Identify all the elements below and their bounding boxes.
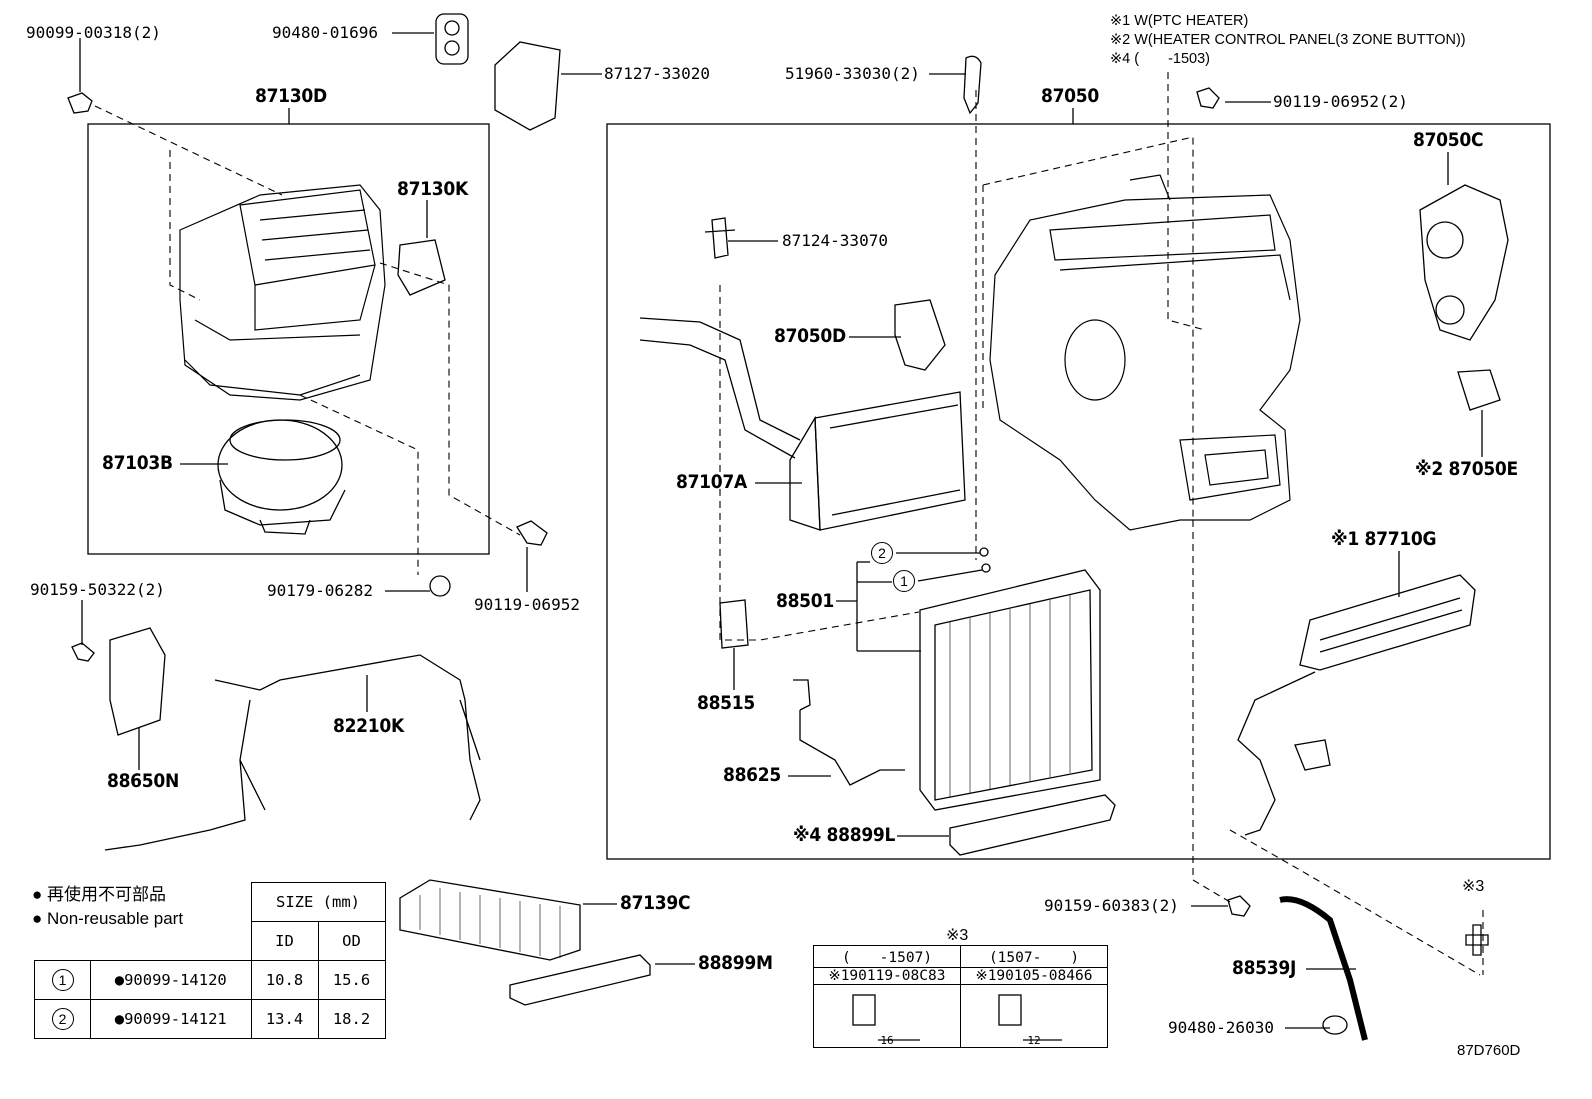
label-87050C: 87050C [1413,129,1484,151]
wire-harness-82210K [104,654,481,851]
label-87103B: 87103B [102,452,173,474]
bolt-range-1: ( -1507) [813,945,961,968]
label-90159-50322: 90159-50322(2) [30,580,165,599]
note-3-table: ※3 [946,927,969,944]
label-90119-06952: 90119-06952 [474,595,580,614]
label-88899L: ※4 88899L [793,824,896,846]
label-88515: 88515 [697,692,755,714]
label-90480-01696: 90480-01696 [272,23,378,42]
note-3-bolt: ※3 [1462,878,1485,895]
label-88899M: 88899M [698,952,773,974]
heater-unit-87050 [989,174,1301,531]
blower-case-87130D [179,184,386,401]
label-87050: 87050 [1041,85,1099,107]
label-87130K: 87130K [397,178,468,200]
grommet-90480-26030 [1322,1015,1348,1035]
blower-motor-87103B [217,419,346,535]
bolt-part-2: ※190105-08466 [960,967,1108,985]
size-table: SIZE (mm) ID OD 1 ●90099-14120 10.8 15.6… [34,882,386,1039]
table-row: 2 ●90099-14121 13.4 18.2 [34,999,386,1039]
ptc-heater-87710G [1237,574,1476,836]
label-90480-26030: 90480-26030 [1168,1018,1274,1037]
diagram-id: 87D760D [1457,1042,1521,1059]
callout-1: 1 [893,570,915,592]
note-2: ※2 W(HEATER CONTROL PANEL(3 ZONE BUTTON)… [1110,32,1466,48]
table-row: 1 ●90099-14120 10.8 15.6 [34,960,386,1000]
ecu-88650N [109,627,166,736]
label-82210K: 82210K [333,715,404,737]
label-88539J: 88539J [1232,957,1297,979]
label-88625: 88625 [723,764,781,786]
callout-2: 2 [871,542,893,564]
row-ref: 2 [51,1008,74,1030]
bolt-range-2: (1507- ) [960,945,1108,968]
cover-88899L [949,794,1116,856]
evaporator-88501 [919,569,1101,811]
label-88650N: 88650N [107,770,179,792]
label-87050E: ※2 87050E [1415,458,1518,480]
row-od: 18.2 [317,999,386,1039]
bolt-part-1: ※190119-08C83 [813,967,961,985]
row-od: 15.6 [317,960,386,1000]
bolt-length-1: 16 [813,984,961,1048]
note-1: ※1 W(PTC HEATER) [1110,13,1249,29]
label-90179-06282: 90179-06282 [267,581,373,600]
label-87107A: 87107A [676,471,747,493]
thermistor-88625 [793,679,905,786]
seal-87127-33020 [494,41,561,131]
col-id: ID [250,921,319,961]
size-header: SIZE (mm) [250,882,386,922]
legend-english: ● Non-reusable part [32,909,184,928]
row-id: 13.4 [250,999,319,1039]
actuator-87050E [1457,369,1501,411]
label-88501: 88501 [776,590,834,612]
grommet-90480-01696 [435,13,469,65]
air-filter-87139C [399,879,581,961]
label-51960-33030: 51960-33030(2) [785,64,920,83]
heater-unit-box [606,123,1551,860]
row-part: ●90099-14121 [90,999,252,1039]
note-4: ※4 ( -1503) [1110,51,1210,67]
mode-motor-87050C [1419,184,1509,341]
actuator-87130K [397,239,446,296]
bolt-length-2: 12 [960,984,1108,1048]
col-od: OD [317,921,386,961]
row-ref: 1 [51,969,74,991]
label-87710G: ※1 87710G [1331,528,1437,550]
cover-88899M [509,954,651,1006]
label-87050D: 87050D [774,325,846,347]
clip-90179-06282 [429,575,451,597]
sensor-88515 [719,599,749,649]
label-87139C: 87139C [620,892,691,914]
row-id: 10.8 [250,960,319,1000]
label-90099-00318: 90099-00318(2) [26,23,161,42]
label-90119-06952-2: 90119-06952(2) [1273,92,1408,111]
label-87124-33070: 87124-33070 [782,231,888,250]
clip-87124-33070 [704,217,736,259]
row-part: ●90099-14120 [90,960,252,1000]
actuator-87050D [894,299,946,371]
bolt-table: ( -1507) (1507- ) ※190119-08C83 ※190105-… [813,945,1108,1048]
label-87127-33020: 87127-33020 [604,64,710,83]
label-87130D: 87130D [255,85,327,107]
label-90159-60383: 90159-60383(2) [1044,896,1179,915]
legend-japanese: ● 再使用不可部品 [32,885,166,904]
heater-core-87107A [639,317,966,531]
drain-hose-88539J [1279,896,1368,1041]
